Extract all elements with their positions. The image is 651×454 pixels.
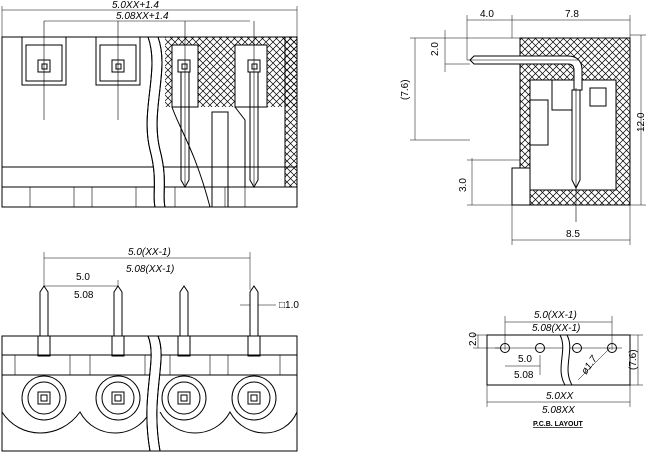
front-pin-square: □1.0	[279, 300, 299, 311]
dim-foot: 3.0	[458, 178, 469, 192]
dim-pin-height: 2.0	[430, 42, 441, 56]
top-width-b: 5.08XX+1.4	[116, 11, 169, 22]
pcb-hole-dia: ø1.7	[579, 354, 600, 377]
pcb-width-b: 5.08XX	[542, 405, 575, 416]
front-pitch-a: 5.0	[76, 272, 90, 283]
front-view: 5.0(XX-1) 5.08(XX-1) 5.0 5.08 □1.0	[1, 247, 299, 452]
pcb-caption: P.C.B. LAYOUT	[533, 421, 584, 428]
dim-pin-offset: 4.0	[480, 9, 494, 20]
side-view: 4.0 7.8 2.0 (7.6) 3.0 12.0 8.5	[400, 9, 647, 245]
dim-total-height: 12.0	[636, 112, 647, 132]
dim-body-top: 7.8	[565, 9, 579, 20]
dim-pin-ref: (7.6)	[400, 79, 411, 100]
top-width-a: 5.0XX+1.4	[112, 0, 159, 11]
front-span-b: 5.08(XX-1)	[126, 264, 174, 275]
pcb-span-a: 5.0(XX-1)	[534, 310, 577, 321]
top-view: 5.0XX+1.4 5.08XX+1.4	[1, 0, 298, 208]
front-span-a: 5.0(XX-1)	[128, 247, 171, 258]
pcb-height-right: (7.6)	[628, 349, 639, 370]
dim-depth: 8.5	[566, 229, 580, 240]
pcb-span-b: 5.08(XX-1)	[532, 323, 580, 334]
front-pitch-b: 5.08	[74, 290, 94, 301]
pcb-pitch-a: 5.0	[518, 354, 532, 365]
pcb-layout: 5.0(XX-1) 5.08(XX-1) 5.0 5.08 ø1.7 2.0 (…	[468, 310, 643, 428]
pcb-width-a: 5.0XX	[546, 391, 574, 402]
pcb-pitch-b: 5.08	[514, 370, 534, 381]
pcb-height-left: 2.0	[468, 332, 479, 346]
